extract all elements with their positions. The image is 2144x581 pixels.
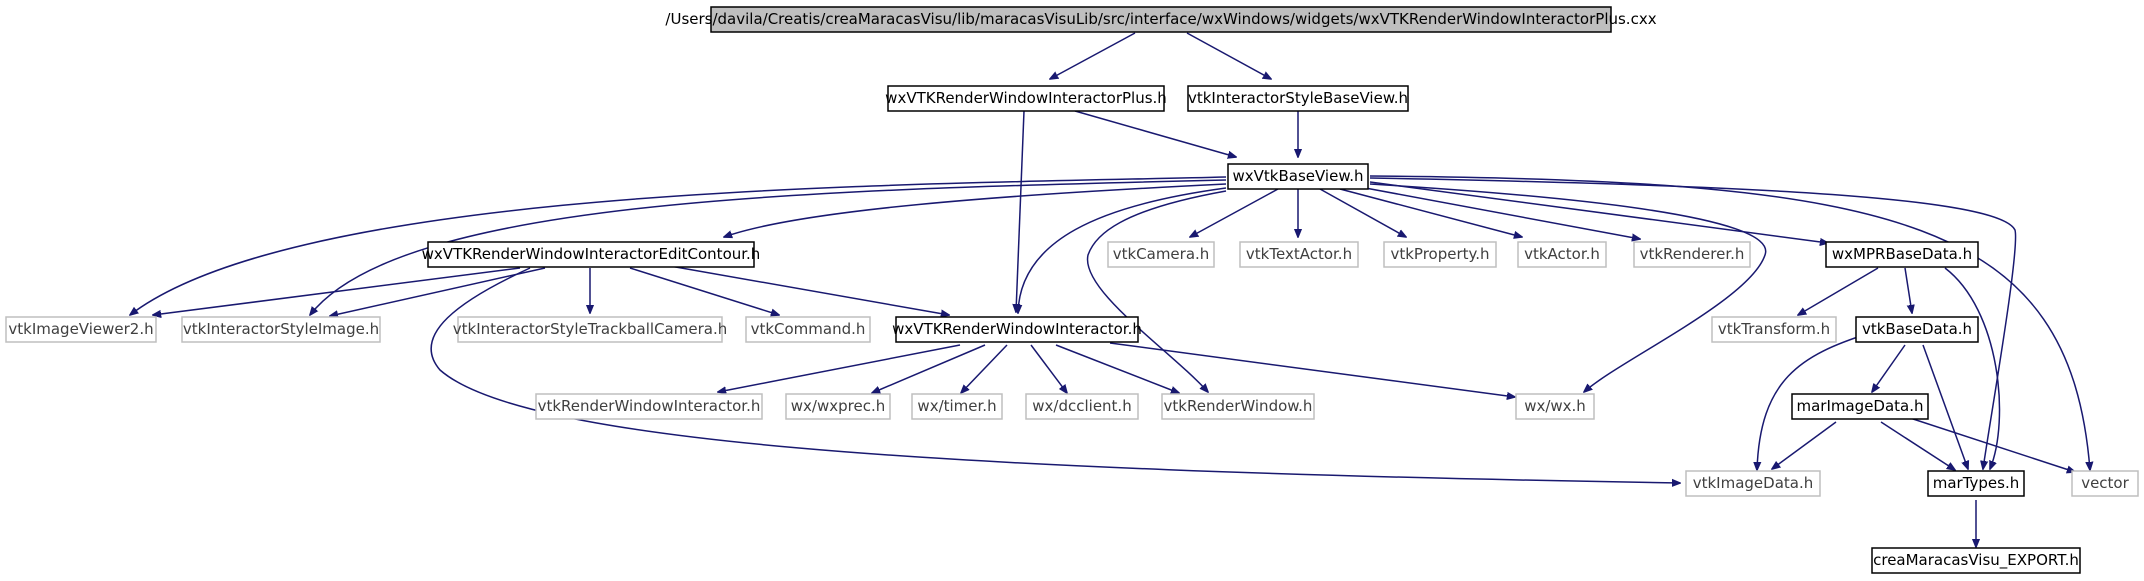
edge-wxvbv-to-vtkproperty xyxy=(1319,188,1406,237)
svg-text:wxVTKRenderWindowInteractor.h: wxVTKRenderWindowInteractor.h xyxy=(892,320,1142,338)
svg-text:vtkCamera.h: vtkCamera.h xyxy=(1113,245,1210,263)
node-wx-wx-h[interactable]: wx/wx.h xyxy=(1515,393,1595,420)
node-vtkcamera-h[interactable]: vtkCamera.h xyxy=(1107,241,1215,268)
node-vtkrenderwindow-h[interactable]: vtkRenderWindow.h xyxy=(1161,393,1315,420)
node-vtkimageviewer2-h[interactable]: vtkImageViewer2.h xyxy=(5,316,157,343)
svg-text:vtkInteractorStyleImage.h: vtkInteractorStyleImage.h xyxy=(183,320,379,338)
edge-wxrwiec-to-vtkimagedata xyxy=(430,267,1680,483)
edge-wxvbv-to-vtkisi xyxy=(310,179,1227,315)
node-vector[interactable]: vector xyxy=(2071,470,2139,497)
svg-text:wxVtkBaseView.h: wxVtkBaseView.h xyxy=(1233,167,1364,185)
node-vtkactor-h[interactable]: vtkActor.h xyxy=(1517,241,1607,268)
svg-text:vector: vector xyxy=(2081,474,2129,492)
nodes: /Users/davila/Creatis/creaMaracasVisu/li… xyxy=(5,6,2139,574)
svg-text:creaMaracasVisu_EXPORT.h: creaMaracasVisu_EXPORT.h xyxy=(1873,551,2079,570)
edge-root-to-vtkisbv xyxy=(1186,32,1271,79)
svg-text:marImageData.h: marImageData.h xyxy=(1796,397,1923,415)
node-vtktextactor-h[interactable]: vtkTextActor.h xyxy=(1239,241,1359,268)
edge-wxrwi-to-wxwx xyxy=(1109,342,1515,397)
node-wxmprbasedata-h[interactable]: wxMPRBaseData.h xyxy=(1825,241,1979,268)
svg-text:wxVTKRenderWindowInteractorEdi: wxVTKRenderWindowInteractorEditContour.h xyxy=(422,245,761,263)
edge-wxmpr-to-vtkbasedata xyxy=(1904,267,1912,313)
edge-wxrwiec-to-vtkisi xyxy=(330,267,546,316)
svg-text:wx/dcclient.h: wx/dcclient.h xyxy=(1032,397,1131,415)
node-vtkrenderwindowinteractor-h[interactable]: vtkRenderWindowInteractor.h xyxy=(535,393,763,420)
edge-root-to-wxrwip xyxy=(1050,32,1136,79)
node-vtkrenderer-h[interactable]: vtkRenderer.h xyxy=(1633,241,1751,268)
edge-vtkbasedata-to-vtkimagedata xyxy=(1757,332,1871,470)
node-vtkcommand-h[interactable]: vtkCommand.h xyxy=(745,316,871,343)
node-wxvtkbaseview-h[interactable]: wxVtkBaseView.h xyxy=(1227,163,1369,190)
svg-text:vtkImageData.h: vtkImageData.h xyxy=(1693,474,1814,492)
edge-wxvbv-to-vtkrenderer xyxy=(1359,186,1640,239)
edge-wxrwiec-to-vtkimageviewer2 xyxy=(153,267,521,315)
edge-wxvbv-to-wxrwiec xyxy=(724,183,1227,237)
node-wx-wxprec-h[interactable]: wx/wxprec.h xyxy=(785,393,891,420)
svg-text:wxVTKRenderWindowInteractorPlu: wxVTKRenderWindowInteractorPlus.h xyxy=(885,89,1167,107)
edge-wxvbv-to-wxwx xyxy=(1369,183,1767,392)
edge-wxrwi-to-vtkrw xyxy=(1055,344,1179,393)
edge-wxrwiec-to-vtkcommand xyxy=(629,267,779,315)
svg-text:vtkInteractorStyleTrackballCam: vtkInteractorStyleTrackballCamera.h xyxy=(453,320,727,338)
edge-wxrwiec-to-wxrwi xyxy=(669,265,949,315)
node-vtkbasedata-h[interactable]: vtkBaseData.h xyxy=(1855,316,1979,343)
svg-text:vtkProperty.h: vtkProperty.h xyxy=(1390,245,1489,263)
svg-text:wxMPRBaseData.h: wxMPRBaseData.h xyxy=(1832,245,1972,263)
edge-vtkbasedata-to-martypes xyxy=(1922,344,1968,469)
edge-wxmpr-to-vtktransform xyxy=(1798,267,1879,315)
node-wxvtkrenderwindowinteractor-h[interactable]: wxVTKRenderWindowInteractor.h xyxy=(892,316,1142,343)
node-wxvtkrenderwindowinteractorplus-h[interactable]: wxVTKRenderWindowInteractorPlus.h xyxy=(885,85,1167,112)
node-vtkinteractorstyleimage-h[interactable]: vtkInteractorStyleImage.h xyxy=(181,316,381,343)
svg-text:vtkBaseData.h: vtkBaseData.h xyxy=(1862,320,1972,338)
svg-text:wx/wxprec.h: wx/wxprec.h xyxy=(791,397,885,415)
svg-text:wx/timer.h: wx/timer.h xyxy=(917,397,996,415)
node-creamaracasvisu-export-h[interactable]: creaMaracasVisu_EXPORT.h xyxy=(1871,547,2081,574)
node-martypes-h[interactable]: marTypes.h xyxy=(1927,470,2025,497)
node-vtkinteractorstylebaseview-h[interactable]: vtkInteractorStyleBaseView.h xyxy=(1187,85,1409,112)
node-marimagedata-h[interactable]: marImageData.h xyxy=(1791,393,1929,420)
edge-marimagedata-to-vtkimagedata xyxy=(1772,421,1837,469)
edge-wxvbv-to-wxmpr xyxy=(1369,181,1828,243)
node-wxvtkrenderwindowinteractoreditcontour-h[interactable]: wxVTKRenderWindowInteractorEditContour.h xyxy=(422,241,761,268)
svg-text:vtkActor.h: vtkActor.h xyxy=(1524,245,1600,263)
svg-text:vtkTextActor.h: vtkTextActor.h xyxy=(1246,245,1352,263)
node-wx-timer-h[interactable]: wx/timer.h xyxy=(911,393,1003,420)
node-vtkinteractorstyletrackballcamera-h[interactable]: vtkInteractorStyleTrackballCamera.h xyxy=(453,316,727,343)
node-vtkimagedata-h[interactable]: vtkImageData.h xyxy=(1685,470,1821,497)
edge-wxmpr-to-martypes xyxy=(1944,267,2001,469)
svg-text:vtkRenderer.h: vtkRenderer.h xyxy=(1640,245,1745,263)
svg-text:wx/wx.h: wx/wx.h xyxy=(1524,397,1586,415)
edge-wxvbv-to-vector xyxy=(1369,175,2090,470)
edge-marimagedata-to-vector xyxy=(1909,417,2075,472)
svg-text:vtkImageViewer2.h: vtkImageViewer2.h xyxy=(8,320,153,338)
edge-wxrwip-to-wxrwi xyxy=(1016,110,1025,312)
edge-marimagedata-to-martypes xyxy=(1880,421,1955,470)
svg-text:vtkInteractorStyleBaseView.h: vtkInteractorStyleBaseView.h xyxy=(1188,89,1408,107)
svg-text:vtkTransform.h: vtkTransform.h xyxy=(1718,320,1830,338)
edge-wxrwip-to-wxvbv xyxy=(1074,110,1236,157)
node-wx-dcclient-h[interactable]: wx/dcclient.h xyxy=(1025,393,1139,420)
node-vtktransform-h[interactable]: vtkTransform.h xyxy=(1711,316,1837,343)
edge-wxvbv-to-vtkimageviewer2 xyxy=(130,176,1227,315)
node-label-root: /Users/davila/Creatis/creaMaracasVisu/li… xyxy=(665,10,1656,28)
svg-text:marTypes.h: marTypes.h xyxy=(1933,474,2020,492)
edge-wxrwi-to-dcclient xyxy=(1030,344,1067,393)
edge-wxvbv-to-vtkactor xyxy=(1339,188,1522,237)
edge-wxvbv-to-vtkcamera xyxy=(1190,188,1279,237)
edge-wxrwi-to-wxprec xyxy=(872,344,986,393)
edge-wxrwi-to-vtkrwi xyxy=(718,344,961,392)
edge-wxvbv-to-vtkrw xyxy=(1086,190,1227,392)
edge-wxvbv-to-wxrwi xyxy=(1018,187,1227,313)
node-root-file[interactable]: /Users/davila/Creatis/creaMaracasVisu/li… xyxy=(665,6,1657,33)
edge-wxrwi-to-timer xyxy=(961,344,1008,393)
svg-text:vtkRenderWindow.h: vtkRenderWindow.h xyxy=(1164,397,1313,415)
edge-vtkbasedata-to-marimagedata xyxy=(1872,344,1906,392)
svg-text:vtkCommand.h: vtkCommand.h xyxy=(751,320,866,338)
node-vtkproperty-h[interactable]: vtkProperty.h xyxy=(1383,241,1497,268)
svg-text:vtkRenderWindowInteractor.h: vtkRenderWindowInteractor.h xyxy=(538,397,761,415)
